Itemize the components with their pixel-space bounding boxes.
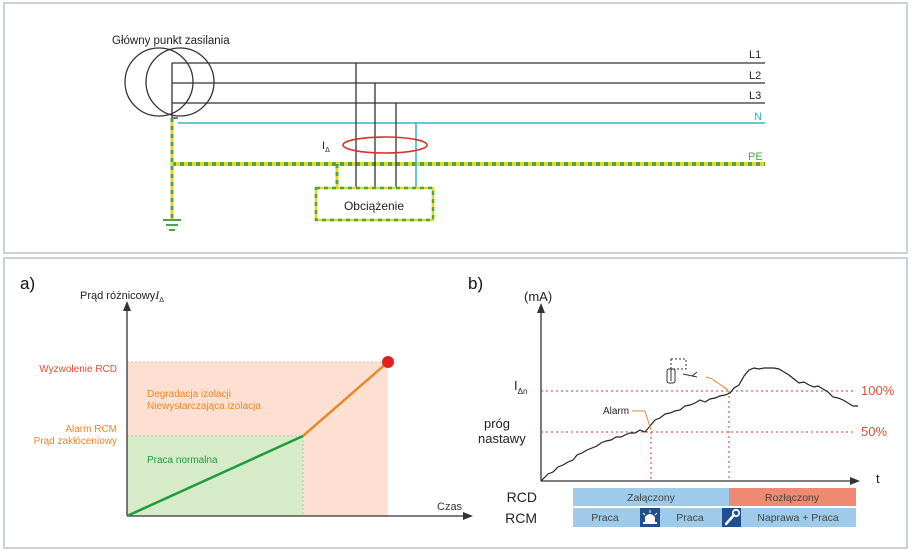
trip-point	[382, 356, 394, 368]
rcd-on-bar	[573, 488, 729, 506]
threshold-label-2: nastawy	[478, 431, 526, 446]
degradation-label-2: Niewystarczająca izolacja	[147, 401, 261, 412]
panel-b-tag: b)	[468, 274, 483, 293]
switch-icon	[666, 358, 729, 391]
rcm-work-label-1: Praca	[591, 512, 619, 524]
panel-b: b) (mA) t 100% 50% IΔn próg nastawy Alar…	[468, 274, 895, 527]
alarm-label: Alarm RCM	[65, 424, 117, 435]
panel-a-tag: a)	[20, 274, 35, 293]
current-sensor-ring	[342, 136, 428, 154]
transformer-icon	[124, 47, 215, 117]
panel-b-y-unit: (mA)	[524, 289, 552, 304]
degradation-curve	[302, 361, 389, 437]
siren-icon	[640, 508, 660, 527]
source-label: Główny punkt zasilania	[112, 35, 230, 47]
rcd-off-bar	[729, 488, 856, 506]
ground-icon	[163, 219, 181, 231]
panel-a-x-label: Czas	[437, 501, 463, 513]
label-l2: L2	[749, 70, 761, 82]
pct-100-label: 100%	[861, 383, 895, 398]
rcm-row-label: RCM	[505, 510, 537, 526]
trip-label: Wyzwolenie RCD	[39, 364, 117, 375]
alarm-marker-label: Alarm	[603, 406, 629, 417]
leakage-current-curve	[540, 367, 858, 482]
panel-a: a) Prąd różnicowyIΔ Czas Wyzwolenie RCD …	[20, 274, 473, 520]
normal-label: Praca normalna	[147, 455, 218, 466]
label-n: N	[754, 111, 762, 123]
bottom-panel: a) Prąd różnicowyIΔ Czas Wyzwolenie RCD …	[3, 257, 908, 549]
normal-curve	[126, 434, 304, 518]
idn-label: IΔn	[514, 378, 527, 396]
rcm-repair-label: Naprawa + Praca	[757, 512, 839, 524]
rcd-row-label: RCD	[507, 489, 537, 505]
load-label: Obciążenie	[344, 199, 404, 213]
top-panel-frame	[3, 2, 908, 254]
label-l1: L1	[749, 49, 761, 61]
threshold-label-1: próg	[484, 416, 510, 431]
pct-50-label: 50%	[861, 424, 887, 439]
degradation-label-1: Degradacja izolacji	[147, 389, 231, 400]
sensor-label: IΔ	[322, 140, 330, 154]
line-pe	[170, 118, 765, 220]
rcm-work-label-2: Praca	[676, 512, 704, 524]
label-pe: PE	[748, 151, 763, 163]
panel-a-y-label: Prąd różnicowyIΔ	[80, 288, 164, 304]
top-panel: Główny punkt zasilania L1 L2 L	[3, 2, 908, 254]
wrench-icon	[722, 508, 741, 527]
rcd-off-label: Rozłączony	[765, 492, 820, 504]
load-box	[314, 186, 435, 222]
disturbance-label: Prąd zakłóceniowy	[34, 436, 117, 447]
rcd-on-label: Załączony	[627, 492, 676, 504]
label-l3: L3	[749, 90, 761, 102]
panel-b-x-label: t	[876, 471, 880, 486]
